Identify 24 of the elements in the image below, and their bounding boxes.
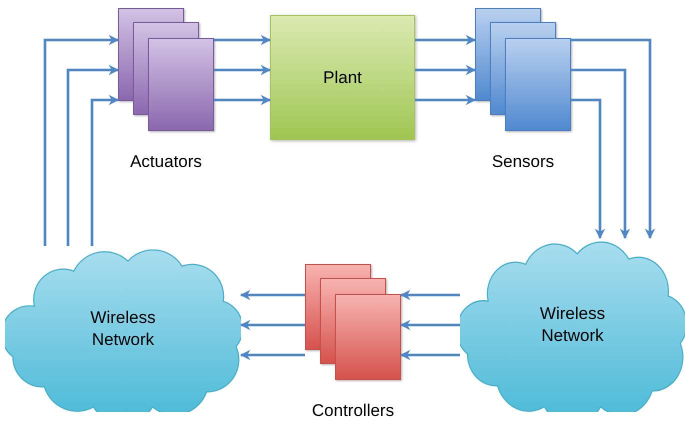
node-label: Wireless Network: [89, 307, 157, 351]
arrow: [240, 290, 305, 300]
arrow: [90, 94, 120, 246]
arrow: [44, 34, 120, 246]
arrow: [400, 350, 460, 360]
arrow: [415, 64, 476, 76]
arrow: [571, 98, 606, 240]
node-label: Wireless Network: [538, 303, 606, 347]
arrow: [240, 350, 305, 360]
node-label: Controllers: [312, 400, 394, 422]
arrow: [415, 94, 476, 106]
arrow: [400, 290, 460, 300]
arrow: [571, 38, 656, 240]
arrow: [214, 64, 272, 76]
arrow: [415, 34, 476, 46]
arrow: [66, 64, 120, 246]
arrow: [240, 320, 305, 330]
arrow: [400, 320, 460, 330]
arrow: [214, 34, 272, 46]
process-box: [270, 15, 415, 140]
node-label: Plant: [323, 66, 362, 88]
arrow: [214, 94, 272, 106]
node-label: Sensors: [492, 151, 554, 173]
node-label: Actuators: [130, 151, 202, 173]
